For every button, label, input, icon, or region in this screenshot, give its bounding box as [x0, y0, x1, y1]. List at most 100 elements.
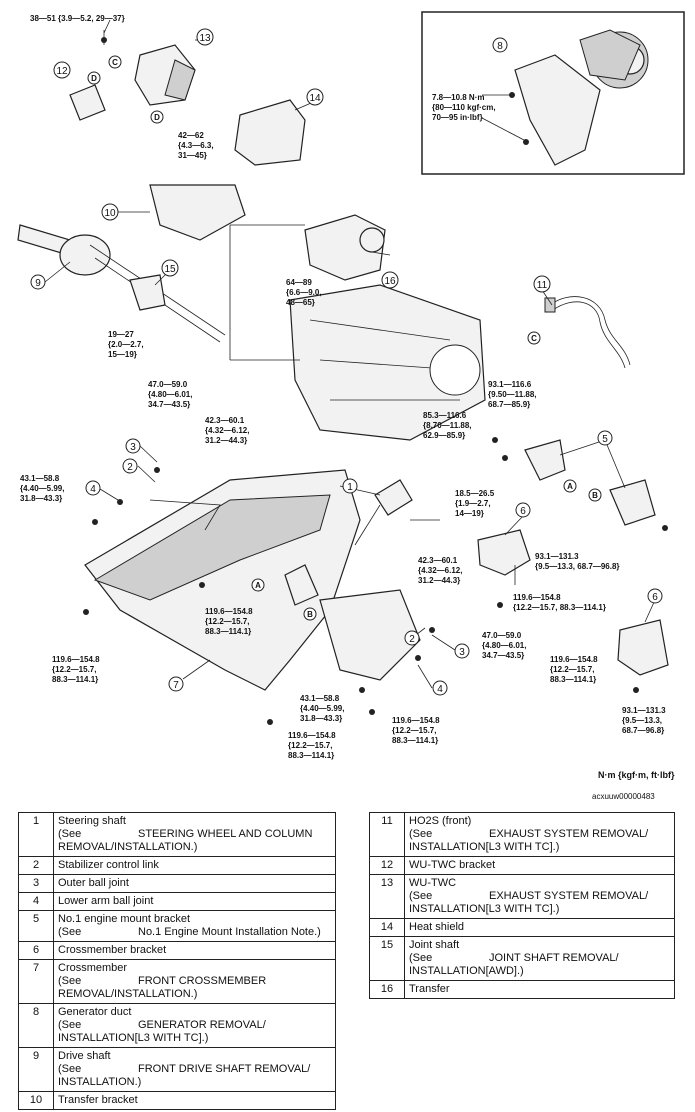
svg-text:{4.40—5.99,: {4.40—5.99, — [20, 484, 64, 493]
torque-1: 18.5—26.5 {1.9—2.7, 14—19} — [455, 489, 495, 518]
part-reference-cont: INSTALLATION[AWD].) — [409, 965, 524, 977]
svg-text:{12.2—15.7,: {12.2—15.7, — [550, 665, 594, 674]
svg-text:70—95 in·lbf}: 70—95 in·lbf} — [432, 113, 483, 122]
svg-text:10: 10 — [104, 208, 116, 219]
svg-text:6: 6 — [652, 592, 658, 603]
part-name: Stabilizer control link — [53, 856, 336, 875]
svg-text:11: 11 — [537, 280, 548, 291]
svg-text:31.2—44.3}: 31.2—44.3} — [418, 576, 460, 585]
crossmember-bracket-drawing — [477, 529, 669, 693]
callout-4b: 4 — [432, 680, 448, 696]
svg-text:119.6—154.8: 119.6—154.8 — [52, 655, 100, 664]
svg-text:15: 15 — [164, 264, 176, 275]
marker-c-2: C — [527, 331, 541, 345]
part-number: 14 — [369, 918, 405, 937]
part-name: No.1 engine mount bracket — [58, 913, 191, 925]
table-row: 4 Lower arm ball joint — [18, 892, 336, 911]
svg-text:42—62: 42—62 — [178, 131, 204, 140]
part-number: 8 — [18, 1003, 54, 1048]
svg-text:119.6—154.8: 119.6—154.8 — [550, 655, 598, 664]
wu-twc-drawing — [69, 30, 306, 241]
callout-6: 6 — [515, 502, 531, 518]
callout-4: 4 — [85, 480, 101, 496]
part-name: Outer ball joint — [53, 874, 336, 893]
svg-text:14: 14 — [309, 93, 321, 104]
torque-16: 64—89 {6.6—9.0, 48—65} — [286, 278, 322, 307]
torque-8: 7.8—10.8 N·m {80—110 kgf·cm, 70—95 in·lb… — [432, 93, 496, 122]
svg-text:{12.2—15.7,: {12.2—15.7, — [205, 617, 249, 626]
torque-13-bolt: 38—51 {3.9—5.2, 29—37} — [30, 14, 125, 23]
part-number: 9 — [18, 1047, 54, 1092]
part-name: WU-TWC — [409, 877, 457, 889]
part-name: HO2S (front) — [409, 815, 472, 827]
marker-d-1: D — [87, 71, 101, 85]
marker-c-1: C — [108, 55, 122, 69]
table-row: 2 Stabilizer control link — [18, 856, 336, 875]
svg-text:3: 3 — [130, 442, 136, 453]
callout-11: 11 — [533, 275, 551, 293]
callout-14: 14 — [306, 88, 324, 106]
svg-text:119.6—154.8: 119.6—154.8 — [288, 731, 336, 740]
marker-a-2: A — [251, 578, 265, 592]
svg-text:13: 13 — [199, 33, 211, 44]
svg-text:9: 9 — [35, 278, 41, 289]
callout-10: 10 — [101, 203, 119, 221]
svg-text:119.6—154.8: 119.6—154.8 — [205, 607, 253, 616]
svg-text:C: C — [531, 334, 537, 343]
svg-text:47.0—59.0: 47.0—59.0 — [482, 631, 522, 640]
torque-5-lower: 85.3—116.6 {8.70—11.88, 62.9—85.9} — [423, 411, 471, 440]
callout-12: 12 — [53, 61, 71, 79]
part-number: 3 — [18, 874, 54, 893]
part-name: Steering shaft — [58, 815, 126, 827]
svg-text:43.1—58.8: 43.1—58.8 — [300, 694, 340, 703]
figure-code: acxuuw00000483 — [592, 792, 655, 801]
svg-text:88.3—114.1}: 88.3—114.1} — [288, 751, 334, 760]
callout-16: 16 — [381, 271, 399, 289]
part-number: 12 — [369, 856, 405, 875]
svg-text:43.1—58.8: 43.1—58.8 — [20, 474, 60, 483]
svg-text:1: 1 — [347, 482, 353, 493]
callout-15: 15 — [161, 259, 179, 277]
svg-text:{4.80—6.01,: {4.80—6.01, — [482, 641, 526, 650]
svg-text:6: 6 — [520, 506, 526, 517]
callout-1: 1 — [342, 478, 358, 494]
ho2s-drawing — [544, 296, 631, 369]
part-reference-cont: REMOVAL/INSTALLATION.) — [58, 841, 198, 853]
exploded-diagram: 1 2 2 3 3 4 4 5 6 6 7 8 9 10 11 12 13 14… — [17, 11, 685, 760]
callout-5: 5 — [597, 430, 613, 446]
svg-text:68.7—96.8}: 68.7—96.8} — [622, 726, 664, 735]
part-number: 15 — [369, 936, 405, 981]
torque-4-left: 43.1—58.8 {4.40—5.99, 31.8—43.3} — [20, 474, 64, 503]
svg-text:62.9—85.9}: 62.9—85.9} — [423, 431, 465, 440]
svg-text:{12.2—15.7, 88.3—114.1}: {12.2—15.7, 88.3—114.1} — [513, 603, 606, 612]
svg-text:88.3—114.1}: 88.3—114.1} — [550, 675, 596, 684]
marker-a-1: A — [563, 479, 577, 493]
svg-text:48—65}: 48—65} — [286, 298, 315, 307]
svg-text:D: D — [91, 74, 97, 83]
svg-text:93.1—131.3: 93.1—131.3 — [622, 706, 666, 715]
svg-text:42.3—60.1: 42.3—60.1 — [205, 416, 245, 425]
svg-text:{9.50—11.88,: {9.50—11.88, — [488, 390, 536, 399]
svg-text:{8.70—11.88,: {8.70—11.88, — [423, 421, 471, 430]
torque-4-right: 43.1—58.8 {4.40—5.99, 31.8—43.3} — [300, 694, 344, 723]
part-reference-cont: INSTALLATION.) — [58, 1076, 142, 1088]
svg-text:{12.2—15.7,: {12.2—15.7, — [392, 726, 436, 735]
svg-text:14—19}: 14—19} — [455, 509, 484, 518]
callout-7: 7 — [168, 676, 184, 692]
torque-7-right: 119.6—154.8 {12.2—15.7, 88.3—114.1} — [392, 716, 440, 745]
table-row: 12 WU-TWC bracket — [369, 856, 675, 875]
svg-text:8: 8 — [497, 41, 503, 52]
torque-3-right: 47.0—59.0 {4.80—6.01, 34.7—43.5} — [482, 631, 526, 660]
svg-text:{2.0—2.7,: {2.0—2.7, — [108, 340, 144, 349]
svg-text:2: 2 — [409, 634, 415, 645]
svg-text:{80—110 kgf·cm,: {80—110 kgf·cm, — [432, 103, 496, 112]
torque-14: 42—62 {4.3—6.3, 31—45} — [178, 131, 214, 160]
